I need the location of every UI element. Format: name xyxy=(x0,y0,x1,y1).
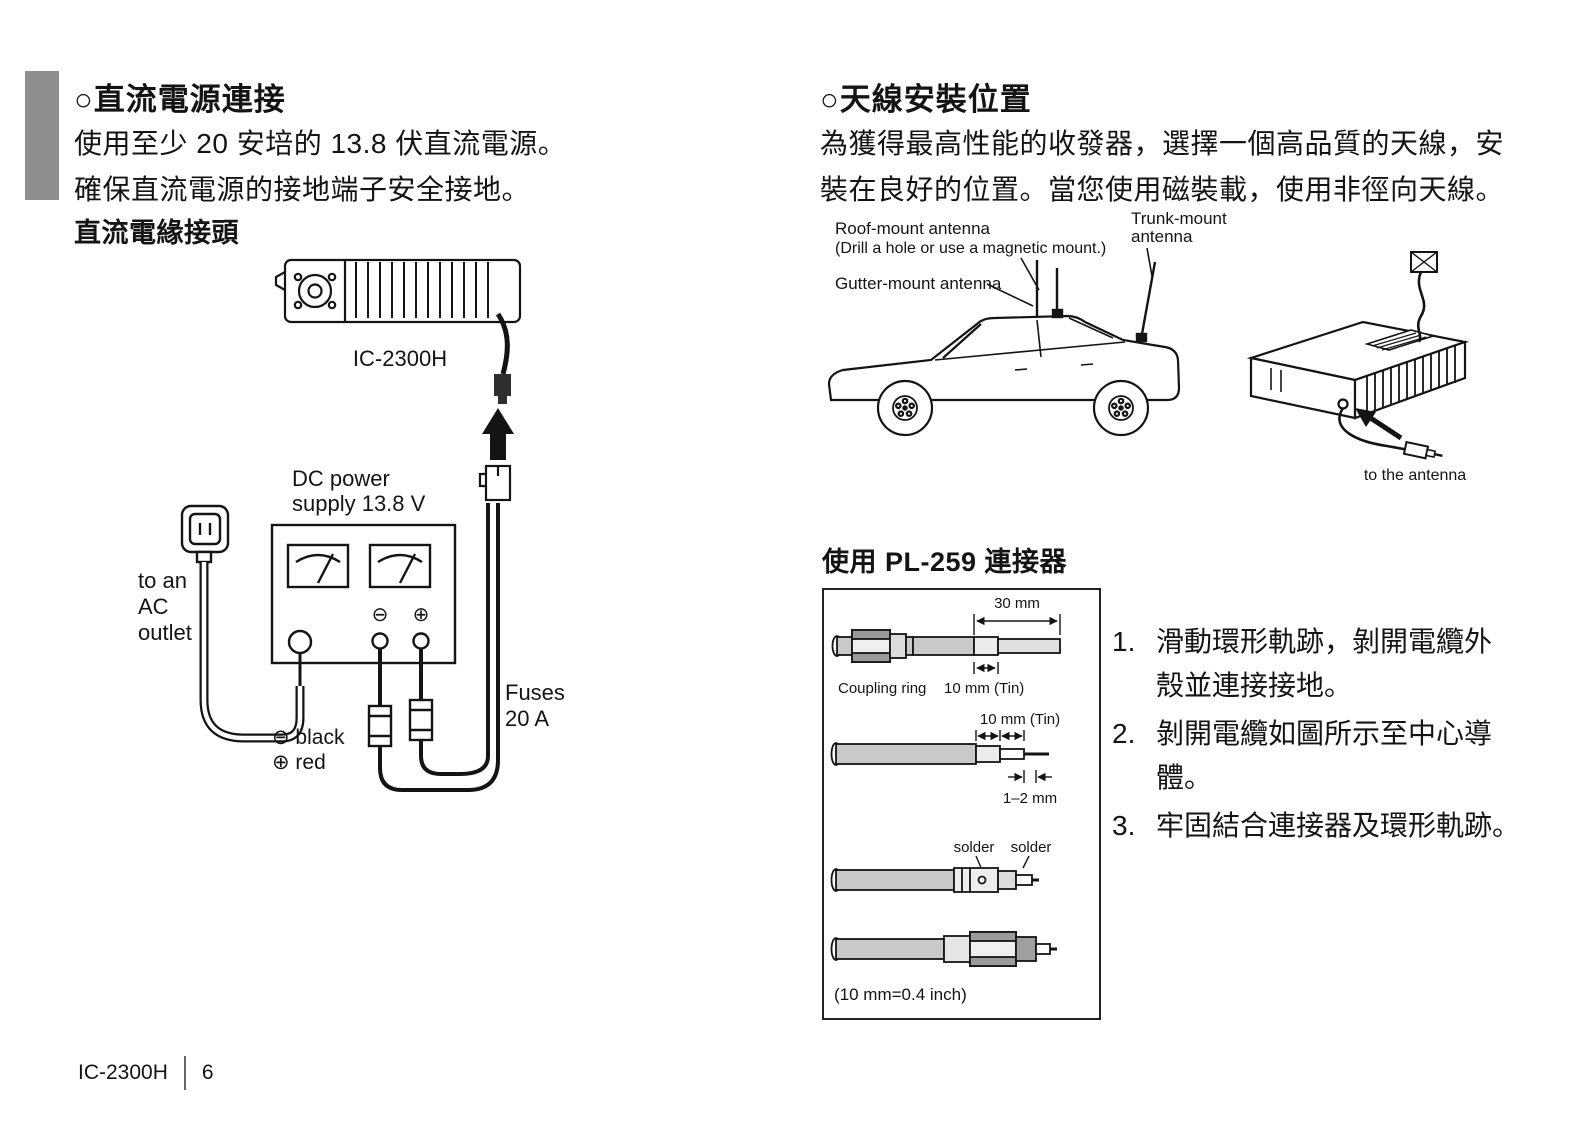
ac-outlet xyxy=(180,504,230,564)
dc-connection-diagram: IC-2300H DC power supply 13.8 V ⊖ xyxy=(138,258,565,792)
rear-wheel xyxy=(1092,379,1150,437)
step-text-line: 滑動環形軌跡，剝開電纜外 xyxy=(1156,626,1493,657)
gutter-mount-label: Gutter-mount antenna xyxy=(835,274,1002,293)
tin-label-step2: 10 mm (Tin) xyxy=(980,711,1060,728)
radio-cables xyxy=(1338,251,1443,460)
step-number: 3. xyxy=(1112,810,1136,841)
outlet-label-line1: to an xyxy=(138,568,187,593)
solder-label-left: solder xyxy=(954,839,995,856)
power-supply-unit xyxy=(270,523,457,686)
dc-plug xyxy=(478,464,512,502)
instruction-step-1: 1. 滑動環形軌跡，剝開電纜外 殼並連接接地。 xyxy=(1112,620,1520,708)
step-number: 1. xyxy=(1112,626,1136,657)
up-arrow-icon xyxy=(482,408,514,460)
pl259-step1-illustration: 30 mm Coupling ring 10 mm (Tin) xyxy=(831,595,1061,697)
instruction-step-2: 2. 剝開電纜如圖所示至中心導 體。 xyxy=(1112,712,1520,800)
fuse-holders xyxy=(367,698,434,748)
dim-30mm-lines xyxy=(973,614,1061,674)
assembled-connector xyxy=(830,931,1057,967)
supply-terminal-plus: ⊕ xyxy=(413,604,430,626)
trunk-mount-label-line2: antenna xyxy=(1131,227,1193,246)
supply-label-line2: supply 13.8 V xyxy=(292,491,426,516)
stripped-cable xyxy=(830,742,1049,766)
pl259-assembly-diagram: 30 mm Coupling ring 10 mm (Tin) 10 mm (T… xyxy=(830,595,1061,1004)
antenna-masts xyxy=(1035,260,1157,343)
pl259-subheading: 使用 PL-259 連接器 xyxy=(822,547,1068,577)
trunk-mount-label-line1: Trunk-mount xyxy=(1131,209,1227,228)
footer-divider xyxy=(183,1056,186,1090)
page-footer: IC-2300H 6 xyxy=(78,1056,214,1090)
red-wire-label: ⊕ red xyxy=(272,751,326,774)
step-text-line: 殼並連接接地。 xyxy=(1156,670,1353,701)
footer-model: IC-2300H xyxy=(78,1061,168,1084)
antenna-body-line-1: 為獲得最高性能的收發器，選擇一個高品質的天線，安 xyxy=(820,128,1505,159)
pl259-step4-illustration xyxy=(830,931,1057,967)
radio-rear-view xyxy=(1246,320,1470,420)
chapter-tab xyxy=(25,71,59,200)
ac-cord xyxy=(199,562,305,743)
pl259-step2-illustration: 10 mm (Tin) xyxy=(830,711,1060,807)
step-text-line: 剝開電纜如圖所示至中心導 xyxy=(1156,718,1493,749)
to-antenna-label: to the antenna xyxy=(1364,467,1466,484)
dim-10mm-lines xyxy=(975,730,1025,741)
instruction-step-3: 3. 牢固結合連接器及環形軌跡。 xyxy=(1112,804,1520,848)
antenna-location-diagram: Roof-mount antenna (Drill a hole or use … xyxy=(827,209,1470,484)
antenna-cable-connector xyxy=(1402,440,1443,460)
dc-body-line-1: 使用至少 20 安培的 13.8 伏直流電源。 xyxy=(74,128,567,159)
car-illustration xyxy=(827,314,1181,437)
footer-page-number: 6 xyxy=(201,1061,214,1084)
pl259-instructions: 1. 滑動環形軌跡，剝開電纜外 殼並連接接地。 2. 剝開電纜如圖所示至中心導 … xyxy=(1112,620,1520,852)
roof-mount-sublabel: (Drill a hole or use a magnetic mount.) xyxy=(835,240,1106,257)
antenna-body-line-2: 裝在良好的位置。當您使用磁裝載，使用非徑向天線。 xyxy=(820,174,1505,205)
pl259-footnote: (10 mm=0.4 inch) xyxy=(834,985,967,1004)
dc-cable-connector xyxy=(494,374,511,404)
outlet-label-line2: AC xyxy=(138,594,169,619)
radio-model-label: IC-2300H xyxy=(353,346,447,371)
tin-label-step1: 10 mm (Tin) xyxy=(944,680,1024,697)
step-number: 2. xyxy=(1112,718,1136,749)
solder-label-right: solder xyxy=(1011,839,1052,856)
supply-label-line1: DC power xyxy=(292,466,390,491)
antenna-section-heading: ○天線安裝位置 xyxy=(820,82,1032,117)
black-wire-label: ⊖ black xyxy=(272,726,345,749)
step-text-line: 體。 xyxy=(1156,762,1213,793)
fuse-wiring xyxy=(367,503,500,792)
dc-subheading: 直流電緣接頭 xyxy=(74,218,239,248)
soldered-connector xyxy=(830,867,1039,893)
pl259-step3-illustration: solder solder xyxy=(830,839,1052,893)
radio-top-view xyxy=(274,258,522,375)
dc-section-heading: ○直流電源連接 xyxy=(74,82,286,117)
supply-terminal-minus: ⊖ xyxy=(372,604,389,626)
dim-30mm-label: 30 mm xyxy=(994,595,1040,612)
fuses-label-line1: Fuses xyxy=(505,680,565,705)
outlet-label-line3: outlet xyxy=(138,620,192,645)
dim-1-2mm-lines xyxy=(1008,770,1052,783)
fuses-label-line2: 20 A xyxy=(505,706,549,731)
dim-1-2mm-label: 1–2 mm xyxy=(1003,790,1057,807)
step-text-line: 牢固結合連接器及環形軌跡。 xyxy=(1156,810,1521,841)
front-wheel xyxy=(876,379,934,437)
coupling-ring-label: Coupling ring xyxy=(838,680,926,697)
dc-body-line-2: 確保直流電源的接地端子安全接地。 xyxy=(74,174,531,205)
roof-mount-label: Roof-mount antenna xyxy=(835,219,991,238)
pl259-assembly-box: 30 mm Coupling ring 10 mm (Tin) 10 mm (T… xyxy=(822,588,1101,1020)
